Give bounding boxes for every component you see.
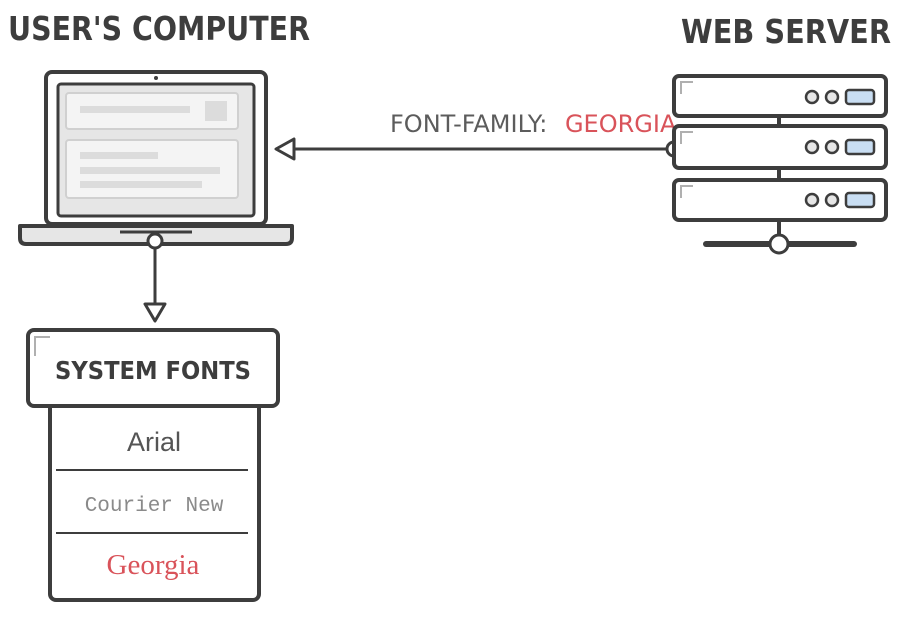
lookup-arrow <box>143 232 167 323</box>
font-item-arial: Arial <box>127 427 181 457</box>
system-fonts-title: SYSTEM FONTS <box>55 356 251 385</box>
user-computer-title: USER'S COMPUTER <box>8 9 310 48</box>
server-icon <box>672 74 888 255</box>
connection-label: FONT-FAMILY: GEORGIA <box>390 110 677 138</box>
font-item-courier-new: Courier New <box>85 495 224 518</box>
font-item-georgia: Georgia <box>107 549 200 581</box>
font-family-property: FONT-FAMILY: <box>390 110 547 138</box>
font-family-value: GEORGIA <box>565 110 677 138</box>
system-fonts-panel: SYSTEM FONTS Arial Courier New Georgia <box>26 328 280 602</box>
request-arrow <box>274 137 683 161</box>
laptop-icon <box>18 70 294 246</box>
web-server-title: WEB SERVER <box>681 12 891 51</box>
